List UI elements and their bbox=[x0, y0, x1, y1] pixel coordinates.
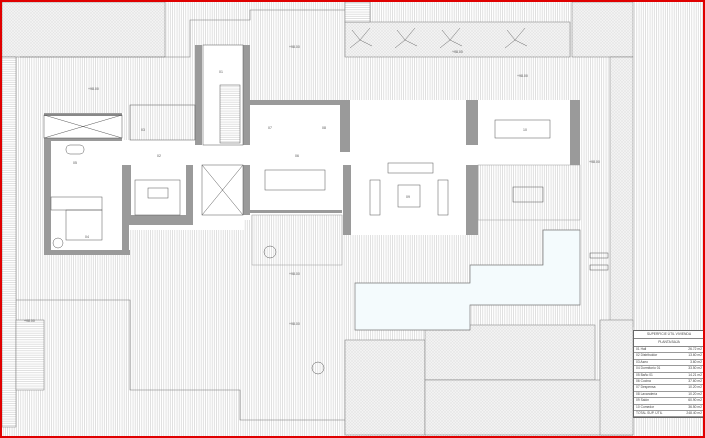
area-table: SUPERFICIE ÚTIL VIVIENDA PLANTA BAJA 01 … bbox=[633, 330, 705, 419]
level-mark: +98.00 bbox=[517, 74, 528, 78]
area-table-row: 02 Distribuidor 13.60 m2 bbox=[634, 353, 704, 360]
room-area: 10.20 m2 bbox=[688, 391, 702, 396]
room-number: 02 bbox=[157, 154, 161, 158]
room-area: 37.60 m2 bbox=[688, 378, 702, 383]
stairs-exterior bbox=[15, 319, 45, 391]
room-area: 3.60 m2 bbox=[690, 359, 702, 364]
room-area: 14.21 m2 bbox=[688, 372, 702, 377]
garden-top-right bbox=[571, 1, 634, 58]
room-number: 09 bbox=[406, 195, 410, 199]
room-number: 07 bbox=[268, 126, 272, 130]
side-strip-left bbox=[1, 56, 17, 428]
room-name: 02 Distribuidor bbox=[636, 353, 658, 358]
room-name: 06 Cocina bbox=[636, 378, 651, 383]
level-mark: +98.00 bbox=[88, 87, 99, 91]
room-area: 33.50 m2 bbox=[688, 366, 702, 371]
furniture bbox=[43, 44, 609, 375]
area-table-row: 04 Dormitorio 01 33.50 m2 bbox=[634, 366, 704, 373]
room-numbers: 01 02 03 04 05 06 07 08 09 10 bbox=[73, 70, 527, 239]
room-name: 07 Despensa bbox=[636, 385, 656, 390]
area-table-row: 09 Salón 60.90 m2 bbox=[634, 398, 704, 405]
room-area: 36.50 m2 bbox=[688, 404, 702, 409]
area-table-subtitle: PLANTA BAJA bbox=[634, 339, 704, 347]
room-number: 03 bbox=[141, 128, 145, 132]
garden-right bbox=[609, 56, 634, 328]
area-table-row: 05 Baño 01 14.21 m2 bbox=[634, 373, 704, 379]
level-mark: +98.00 bbox=[289, 272, 300, 276]
area-table-row: 08 Lavandería 10.20 m2 bbox=[634, 391, 704, 399]
stairs-top bbox=[344, 1, 371, 23]
garden-corner bbox=[599, 319, 634, 436]
planter-palms bbox=[344, 21, 571, 58]
area-table-row: 03 Aseo 3.60 m2 bbox=[634, 359, 704, 367]
level-mark: +98.00 bbox=[24, 319, 35, 323]
area-table-row: 06 Cocina 37.60 m2 bbox=[634, 378, 704, 386]
room-name: 04 Dormitorio 01 bbox=[636, 366, 661, 371]
level-mark: +98.00 bbox=[589, 160, 600, 164]
room-number: 04 bbox=[85, 235, 89, 239]
level-mark: +98.00 bbox=[289, 45, 300, 49]
garden-bottom-right bbox=[424, 324, 596, 381]
room-area: 10.20 m2 bbox=[688, 385, 702, 390]
garden-bottom bbox=[344, 339, 426, 436]
walls bbox=[44, 45, 580, 255]
room-number: 06 bbox=[295, 154, 299, 158]
room-name: 09 Salón bbox=[636, 398, 650, 403]
level-marks: +98.00 +98.00 +98.00 +98.00 +98.00 +98.0… bbox=[24, 45, 600, 326]
room-number: 05 bbox=[73, 161, 77, 165]
area-table-title: SUPERFICIE ÚTIL VIVIENDA bbox=[634, 331, 704, 339]
area-table-row: 01 Hall 26.72 m2 bbox=[634, 347, 704, 354]
room-name: 03 Aseo bbox=[636, 359, 648, 364]
area-table-row: 10 Comedor 36.50 m2 bbox=[634, 405, 704, 411]
garden-top-left bbox=[1, 1, 166, 58]
room-number: 10 bbox=[523, 128, 527, 132]
swimming-pool bbox=[354, 229, 581, 331]
room-number: 08 bbox=[322, 126, 326, 130]
area-table-row: TOTAL SUP. ÚTIL 248.40 m2 bbox=[634, 410, 704, 418]
area-table-row: 07 Despensa 10.20 m2 bbox=[634, 385, 704, 392]
garden-bottom-right-2 bbox=[424, 379, 634, 436]
room-area: 13.60 m2 bbox=[688, 353, 702, 358]
room-name: 08 Lavandería bbox=[636, 391, 658, 396]
room-name: TOTAL SUP. ÚTIL bbox=[636, 410, 663, 415]
level-mark: +98.00 bbox=[289, 322, 300, 326]
room-area: 26.72 m2 bbox=[688, 347, 702, 351]
level-mark: +98.00 bbox=[452, 50, 463, 54]
room-area: 248.40 m2 bbox=[686, 410, 702, 415]
room-area: 60.90 m2 bbox=[688, 398, 702, 403]
room-name: 05 Baño 01 bbox=[636, 372, 653, 377]
room-number: 01 bbox=[219, 70, 223, 74]
room-name: 10 Comedor bbox=[636, 404, 655, 409]
room-name: 01 Hall bbox=[636, 347, 647, 351]
